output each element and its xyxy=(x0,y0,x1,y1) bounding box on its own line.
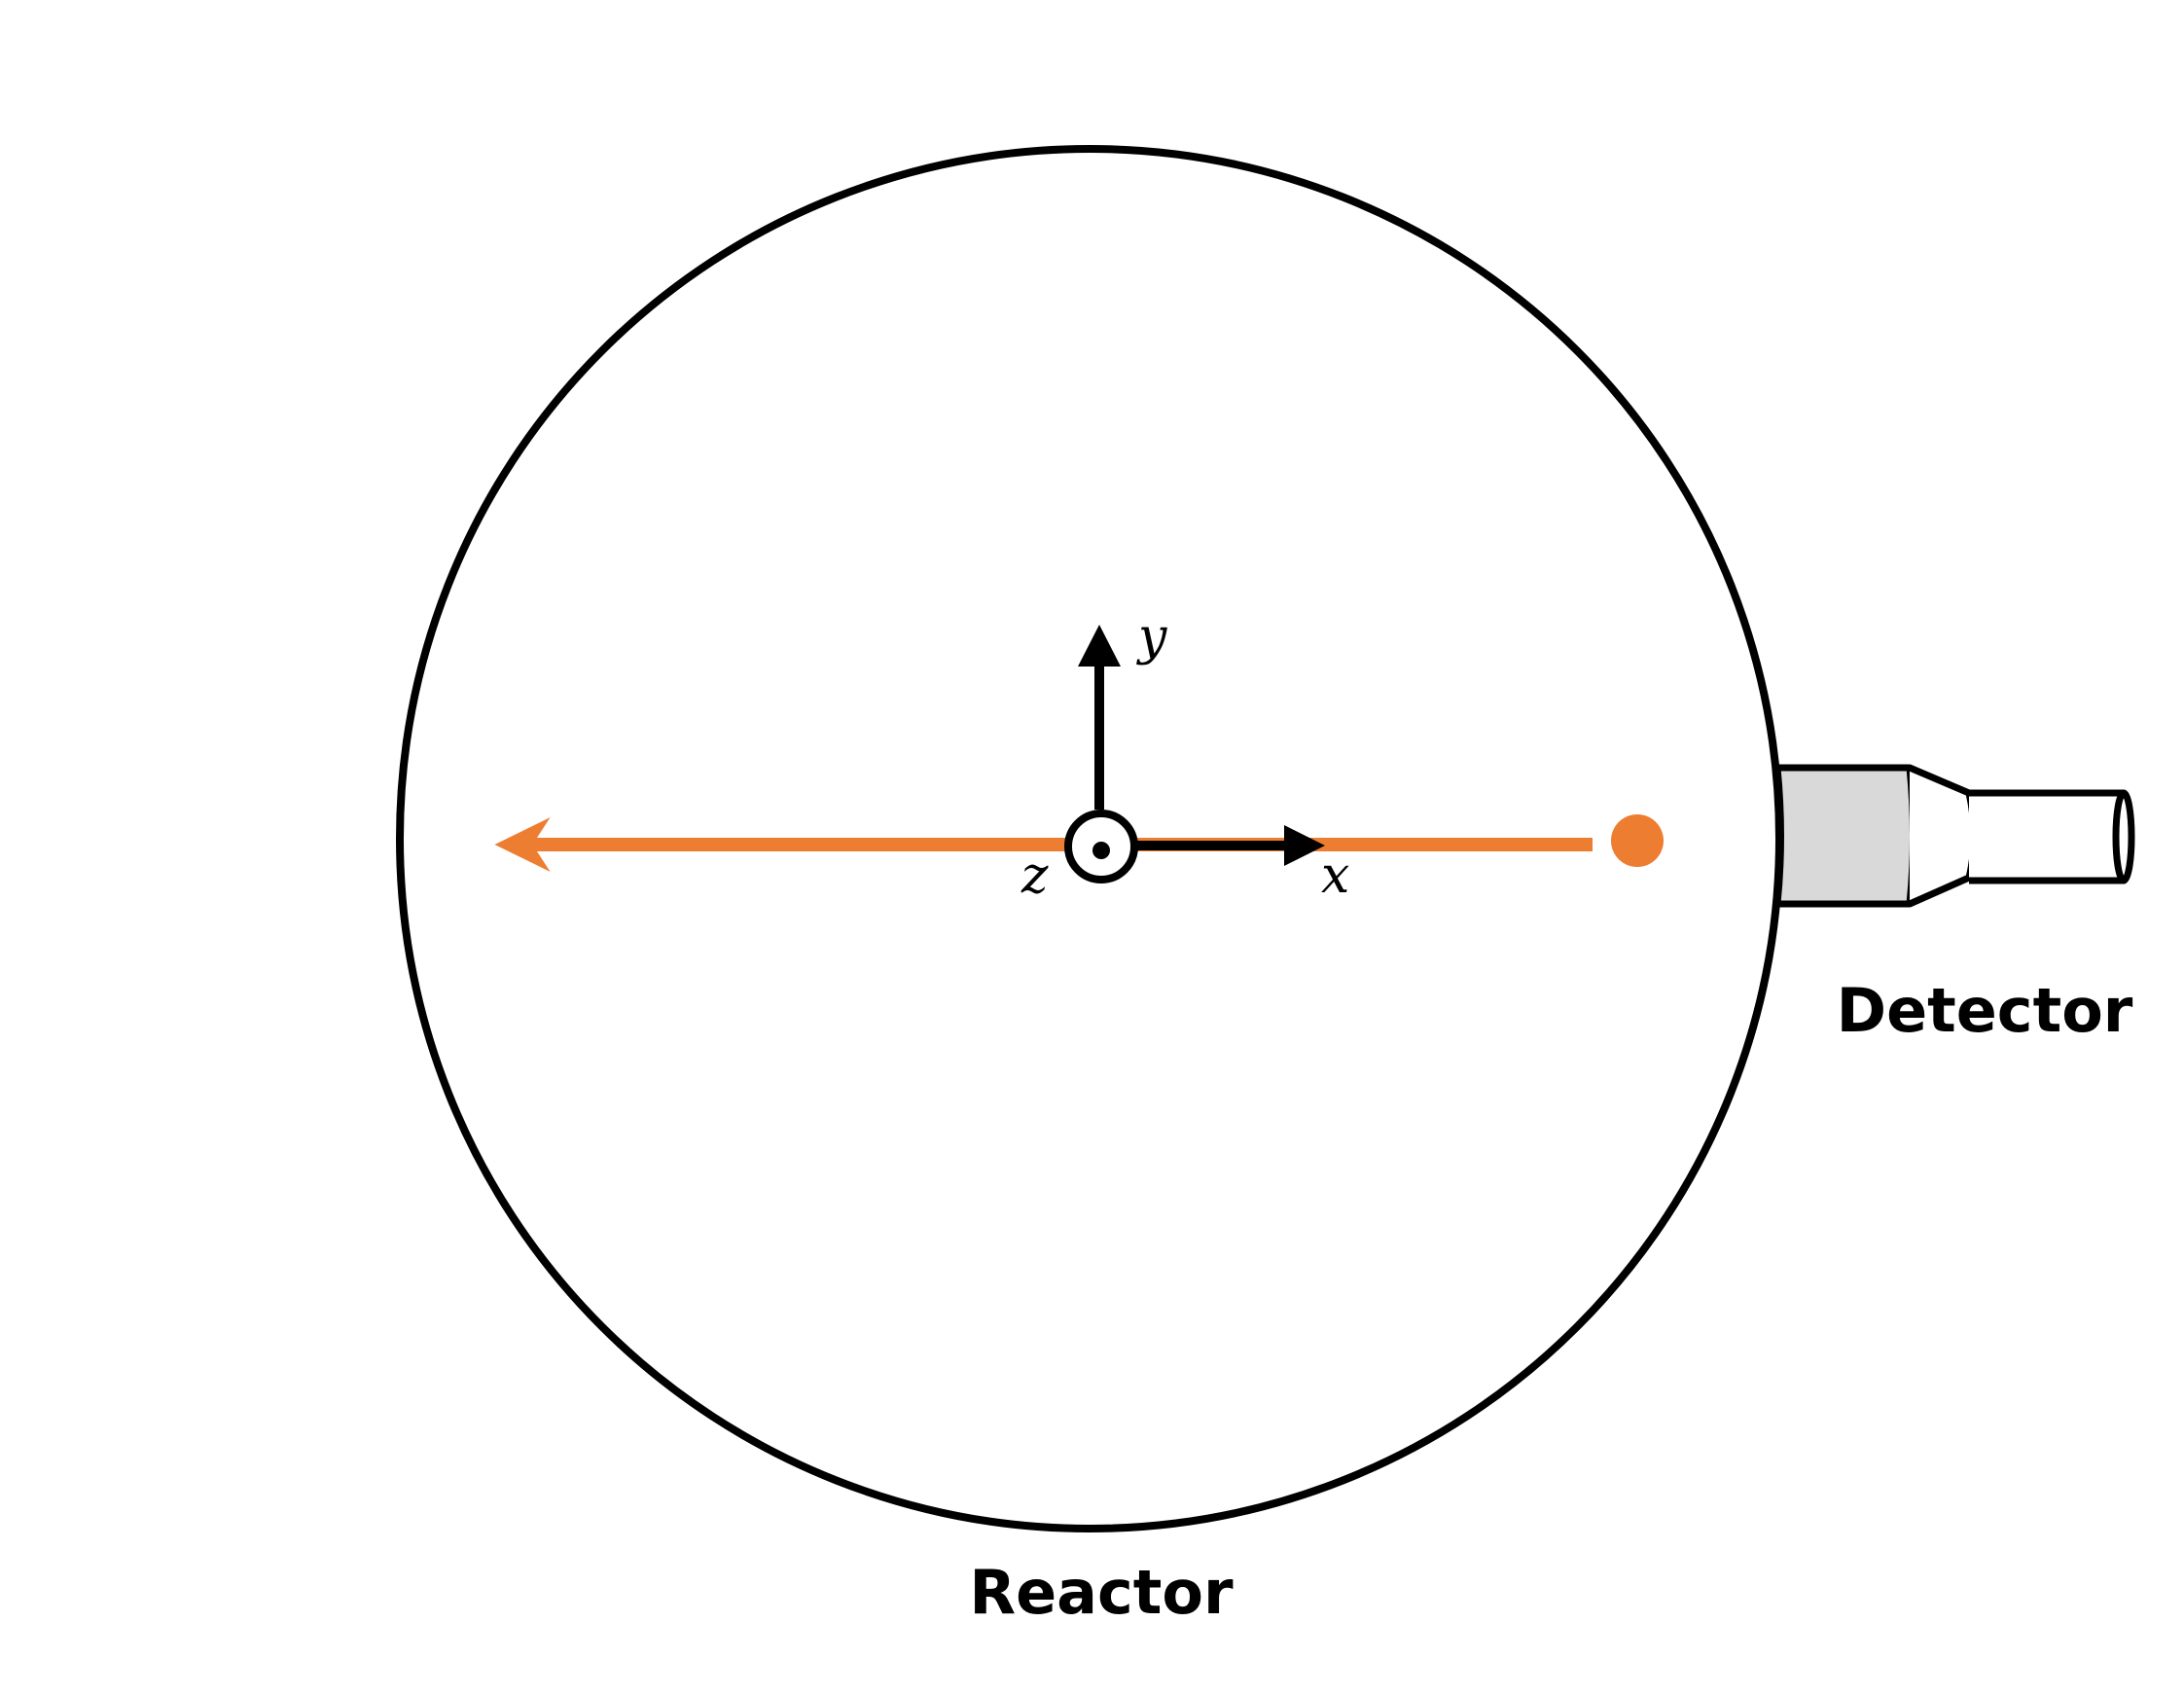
beam-arrow-left-icon xyxy=(494,817,551,872)
z-axis-dot-icon xyxy=(1092,842,1110,859)
detector-collimator xyxy=(1773,764,1916,908)
detector-tube xyxy=(1969,789,2130,884)
detector xyxy=(1773,764,2135,908)
detector-label: Detector xyxy=(1837,975,2133,1046)
source-dot-icon xyxy=(1611,814,1664,867)
axis-label-y: y xyxy=(1136,608,1167,667)
coordinate-axes xyxy=(1064,625,1325,883)
x-axis-arrowhead-icon xyxy=(1284,825,1325,866)
detector-taper xyxy=(1908,764,1978,908)
axis-label-x: x xyxy=(1321,847,1349,905)
axis-label-z: z xyxy=(1020,847,1049,905)
reactor-label: Reactor xyxy=(969,1557,1234,1628)
y-axis-arrowhead-icon xyxy=(1078,625,1121,667)
detector-tube-end xyxy=(2112,789,2135,884)
